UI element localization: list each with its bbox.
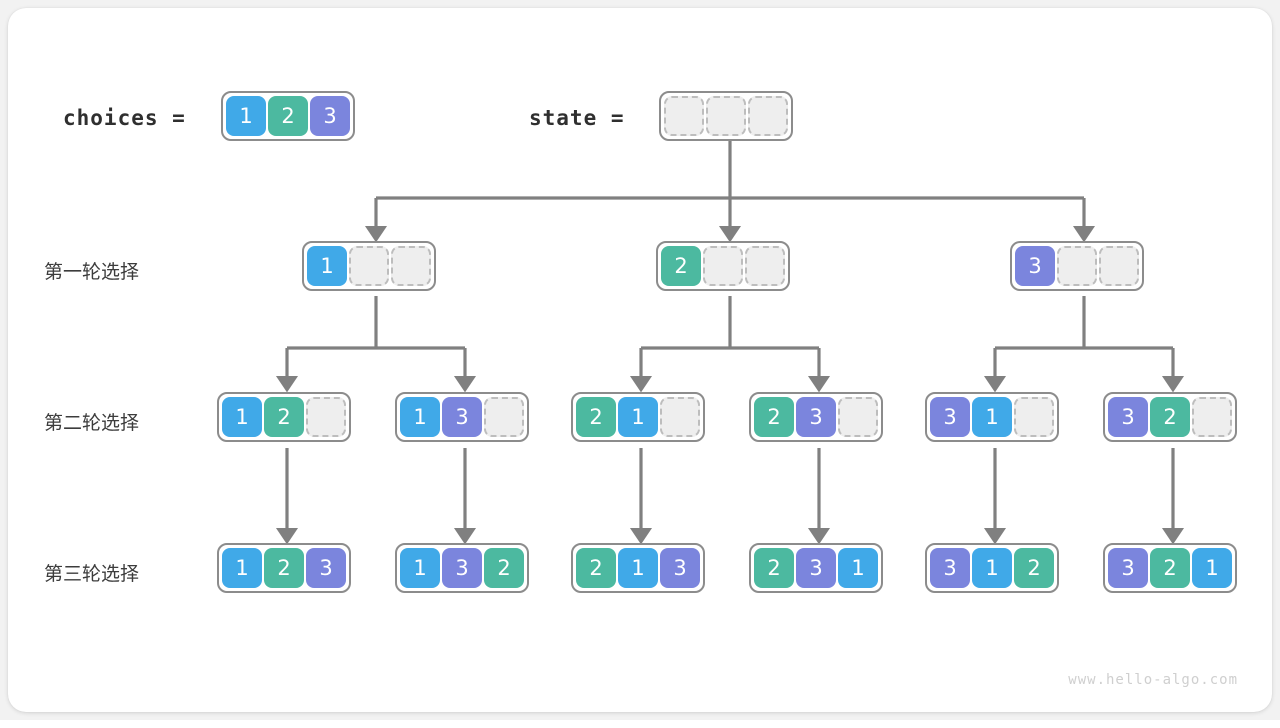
choices-cell: 1	[226, 96, 266, 136]
node-cell: 2	[754, 548, 794, 588]
round-3-node: 1 3 2	[395, 543, 529, 593]
node-cell: 3	[442, 397, 482, 437]
row-label-round-1: 第一轮选择	[44, 261, 140, 283]
node-cell-empty	[660, 397, 700, 437]
round-3-node: 3 1 2	[925, 543, 1059, 593]
state-cell	[748, 96, 788, 136]
row-label-round-2: 第二轮选择	[44, 412, 140, 434]
node-cell-empty	[703, 246, 743, 286]
state-label: state =	[529, 106, 625, 130]
node-cell: 2	[264, 548, 304, 588]
node-cell: 3	[1108, 548, 1148, 588]
node-cell-empty	[1014, 397, 1054, 437]
round-3-node: 2 1 3	[571, 543, 705, 593]
state-cell	[664, 96, 704, 136]
node-cell: 2	[576, 548, 616, 588]
node-cell-empty	[1192, 397, 1232, 437]
node-cell: 3	[1108, 397, 1148, 437]
node-cell-empty	[391, 246, 431, 286]
watermark: www.hello-algo.com	[1068, 672, 1238, 688]
round-3-node: 2 3 1	[749, 543, 883, 593]
choices-label: choices =	[63, 106, 186, 130]
node-cell: 2	[1014, 548, 1054, 588]
round-1-node: 2	[656, 241, 790, 291]
node-cell: 1	[838, 548, 878, 588]
node-cell: 2	[484, 548, 524, 588]
node-cell: 2	[576, 397, 616, 437]
node-cell: 3	[306, 548, 346, 588]
figure-card: choices = 1 2 3 state = 第一轮选择 第二轮选择 第三轮选…	[8, 8, 1272, 712]
node-cell: 3	[930, 397, 970, 437]
node-cell: 2	[754, 397, 794, 437]
node-cell: 1	[400, 548, 440, 588]
round-2-node: 2 3	[749, 392, 883, 442]
node-cell: 2	[1150, 548, 1190, 588]
round-1-node: 1	[302, 241, 436, 291]
node-cell-empty	[838, 397, 878, 437]
round-2-node: 3 1	[925, 392, 1059, 442]
choices-cell: 3	[310, 96, 350, 136]
node-cell: 1	[618, 397, 658, 437]
choices-array: 1 2 3	[221, 91, 355, 141]
state-cell	[706, 96, 746, 136]
node-cell-empty	[745, 246, 785, 286]
node-cell: 3	[1015, 246, 1055, 286]
round-2-node: 3 2	[1103, 392, 1237, 442]
node-cell: 1	[222, 397, 262, 437]
row-label-round-3: 第三轮选择	[44, 563, 140, 585]
state-array	[659, 91, 793, 141]
node-cell: 1	[972, 548, 1012, 588]
node-cell-empty	[306, 397, 346, 437]
round-2-node: 1 2	[217, 392, 351, 442]
node-cell-empty	[1057, 246, 1097, 286]
node-cell: 3	[442, 548, 482, 588]
node-cell: 2	[661, 246, 701, 286]
node-cell: 1	[400, 397, 440, 437]
round-2-node: 2 1	[571, 392, 705, 442]
round-3-node: 1 2 3	[217, 543, 351, 593]
node-cell: 1	[972, 397, 1012, 437]
round-3-node: 3 2 1	[1103, 543, 1237, 593]
node-cell: 1	[307, 246, 347, 286]
node-cell: 1	[222, 548, 262, 588]
node-cell: 3	[796, 548, 836, 588]
node-cell: 1	[1192, 548, 1232, 588]
round-1-node: 3	[1010, 241, 1144, 291]
node-cell: 3	[930, 548, 970, 588]
edge-layer	[275, 140, 1185, 545]
node-cell-empty	[349, 246, 389, 286]
node-cell: 3	[660, 548, 700, 588]
node-cell: 2	[1150, 397, 1190, 437]
node-cell: 3	[796, 397, 836, 437]
round-2-node: 1 3	[395, 392, 529, 442]
node-cell: 2	[264, 397, 304, 437]
node-cell: 1	[618, 548, 658, 588]
node-cell-empty	[484, 397, 524, 437]
choices-cell: 2	[268, 96, 308, 136]
node-cell-empty	[1099, 246, 1139, 286]
